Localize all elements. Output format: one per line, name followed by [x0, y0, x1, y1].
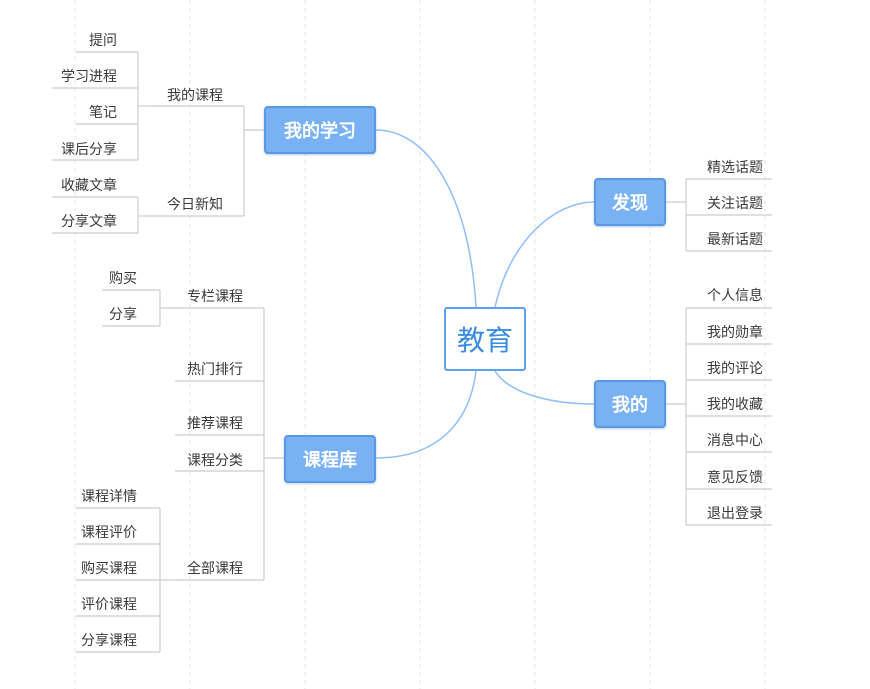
leaf-course-details[interactable]: 课程详情 — [81, 489, 137, 505]
connector-center-course-library — [375, 370, 477, 459]
group-hot-ranking[interactable]: 热门排行 — [187, 362, 243, 378]
leaf-featured-topics[interactable]: 精选话题 — [707, 160, 763, 176]
connector-center-mine — [494, 370, 595, 405]
group-course-categories[interactable]: 课程分类 — [187, 453, 243, 469]
leaf-my-favorites[interactable]: 我的收藏 — [707, 397, 763, 413]
group-today-knowledge[interactable]: 今日新知 — [167, 197, 223, 213]
group-all-courses[interactable]: 全部课程 — [187, 561, 243, 577]
leaf-after-class-share[interactable]: 课后分享 — [61, 142, 117, 158]
leaf-notes[interactable]: 笔记 — [89, 105, 117, 121]
connector-center-my-study — [375, 129, 477, 308]
branch-mine[interactable]: 我的 — [594, 380, 666, 428]
center-node[interactable]: 教育 — [444, 307, 526, 371]
group-column-courses[interactable]: 专栏课程 — [187, 289, 243, 305]
leaf-course-reviews[interactable]: 课程评价 — [81, 525, 137, 541]
leaf-buy-courses[interactable]: 购买课程 — [81, 561, 137, 577]
connector-center-discover — [494, 201, 595, 308]
leaf-logout[interactable]: 退出登录 — [707, 506, 763, 522]
leaf-personal-info[interactable]: 个人信息 — [707, 288, 763, 304]
leaf-share[interactable]: 分享 — [109, 307, 137, 323]
branch-discover[interactable]: 发现 — [594, 178, 666, 226]
group-recommended-courses[interactable]: 推荐课程 — [187, 416, 243, 432]
leaf-share-articles[interactable]: 分享文章 — [61, 214, 117, 230]
leaf-followed-topics[interactable]: 关注话题 — [707, 196, 763, 212]
leaf-buy[interactable]: 购买 — [109, 271, 137, 287]
leaf-latest-topics[interactable]: 最新话题 — [707, 232, 763, 248]
leaf-message-center[interactable]: 消息中心 — [707, 433, 763, 449]
leaf-favorite-articles[interactable]: 收藏文章 — [61, 178, 117, 194]
leaf-feedback[interactable]: 意见反馈 — [707, 470, 763, 486]
branch-my-study[interactable]: 我的学习 — [264, 106, 376, 154]
leaf-my-medals[interactable]: 我的勋章 — [707, 325, 763, 341]
branch-course-library[interactable]: 课程库 — [284, 435, 376, 483]
leaf-share-courses[interactable]: 分享课程 — [81, 633, 137, 649]
leaf-rate-courses[interactable]: 评价课程 — [81, 597, 137, 613]
leaf-ask[interactable]: 提问 — [89, 33, 117, 49]
leaf-my-comments[interactable]: 我的评论 — [707, 361, 763, 377]
group-my-courses[interactable]: 我的课程 — [167, 88, 223, 104]
leaf-study-progress[interactable]: 学习进程 — [61, 69, 117, 85]
